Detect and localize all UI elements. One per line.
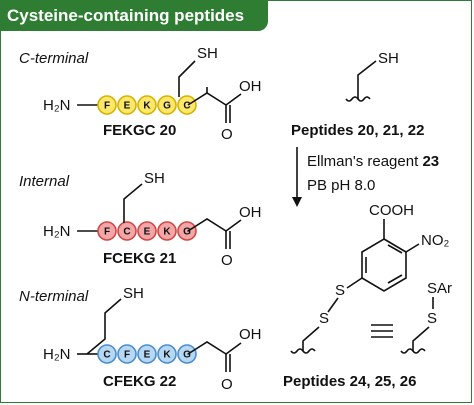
wavy-bond-icon: [400, 348, 426, 354]
section-heading: Internal: [19, 173, 70, 190]
peptide-name: CFEKG 22: [103, 373, 176, 390]
reaction-scheme: SH Peptides 20, 21, 22 Ellman's reagent …: [283, 50, 452, 390]
s1-bond: [346, 277, 363, 289]
thiol-side-chain: [86, 298, 122, 355]
residue-label: G: [183, 350, 191, 361]
residue-bead: [97, 221, 117, 241]
start-thiol-label: SH: [378, 50, 399, 67]
residue-bead: [137, 344, 157, 364]
wavy-bond-icon: [345, 96, 371, 102]
section-internal: Internal H₂N F C E K G SH OH O FCEKG 21: [19, 170, 262, 269]
sar-chain-bond: [412, 326, 430, 351]
wavy-bond-icon: [290, 348, 316, 354]
cooh-label: COOH: [369, 202, 414, 219]
thiol-side-chain: [178, 60, 196, 97]
residue-label: C: [123, 227, 130, 238]
reagent-text: Ellman's reagent 23: [307, 153, 439, 170]
residue-bead: [137, 95, 157, 115]
acid-bonds: [187, 218, 227, 232]
sar-label: SAr: [427, 280, 452, 297]
residue-label: F: [104, 227, 110, 238]
amine-label: H₂N: [43, 97, 71, 114]
residue-bead: [157, 221, 177, 241]
residue-label: G: [163, 101, 171, 112]
equivalence-symbol: [371, 324, 393, 338]
residue-label: F: [124, 350, 130, 361]
residue-label: E: [144, 227, 151, 238]
arrow-head-icon: [292, 197, 302, 207]
acid-carbonyl: [225, 105, 231, 123]
residue-label: G: [183, 227, 191, 238]
benzene-ring: [361, 238, 407, 292]
amine-label: H₂N: [43, 346, 71, 363]
thiol-side-chain: [123, 183, 143, 223]
acid-oh-label: OH: [239, 326, 262, 343]
disulfide-bond: [327, 297, 339, 313]
acid-oh-label: OH: [239, 78, 262, 95]
start-thiol-bond: [357, 60, 377, 99]
residue-bead: [177, 95, 197, 115]
residue-label: K: [143, 101, 151, 112]
acid-carbonyl: [225, 231, 231, 249]
section-heading: N-terminal: [19, 288, 89, 305]
residue-bead: [117, 95, 137, 115]
conditions-text: PB pH 8.0: [307, 177, 375, 194]
residue-bead: [117, 221, 137, 241]
acid-o-label: O: [221, 126, 233, 143]
residue-label: K: [163, 350, 171, 361]
residue-bead: [157, 344, 177, 364]
peptide-name: FCEKG 21: [103, 250, 176, 267]
s3-label: S: [427, 310, 437, 327]
figure-title: Cysteine-containing peptides: [1, 1, 268, 31]
residue-bead: [117, 344, 137, 364]
start-peptides-label: Peptides 20, 21, 22: [291, 122, 424, 139]
s1-label: S: [335, 282, 345, 299]
residue-label: K: [163, 227, 171, 238]
acid-o-label: O: [221, 376, 233, 393]
acid-bonds: [187, 341, 227, 355]
acid-o-label: O: [221, 252, 233, 269]
residue-label: C: [183, 101, 190, 112]
s2-label: S: [319, 310, 329, 327]
section-c-terminal: C-terminal H₂N F E K G C SH OH O FEKGC 20: [19, 45, 262, 143]
product-chain-bond: [302, 326, 320, 351]
acid-oh-bond-2: [225, 93, 242, 106]
residue-label: E: [124, 101, 131, 112]
residue-bead: [97, 95, 117, 115]
residue-bead: [177, 344, 197, 364]
amine-label: H₂N: [43, 223, 71, 240]
acid-oh-bond: [225, 219, 242, 232]
residue-bead: [177, 221, 197, 241]
thiol-label: SH: [123, 285, 144, 302]
thiol-label: SH: [197, 45, 218, 62]
no2-bond: [405, 243, 420, 253]
peptide-name: FEKGC 20: [103, 122, 176, 139]
acid-oh-label: OH: [239, 204, 262, 221]
acid-oh-bond: [225, 342, 242, 355]
section-heading: C-terminal: [19, 50, 89, 67]
no2-label: NO₂: [421, 232, 450, 249]
acid-carbonyl: [225, 354, 231, 372]
residue-bead: [157, 95, 177, 115]
residue-bead: [97, 344, 117, 364]
product-peptides-label: Peptides 24, 25, 26: [283, 373, 416, 390]
residue-label: E: [144, 350, 151, 361]
thiol-label: SH: [144, 170, 165, 187]
residue-bead: [137, 221, 157, 241]
residue-label: F: [104, 101, 110, 112]
section-n-terminal: N-terminal H₂N SH C F E K G OH O CFEKG 22: [19, 285, 262, 393]
residue-label: C: [103, 350, 110, 361]
